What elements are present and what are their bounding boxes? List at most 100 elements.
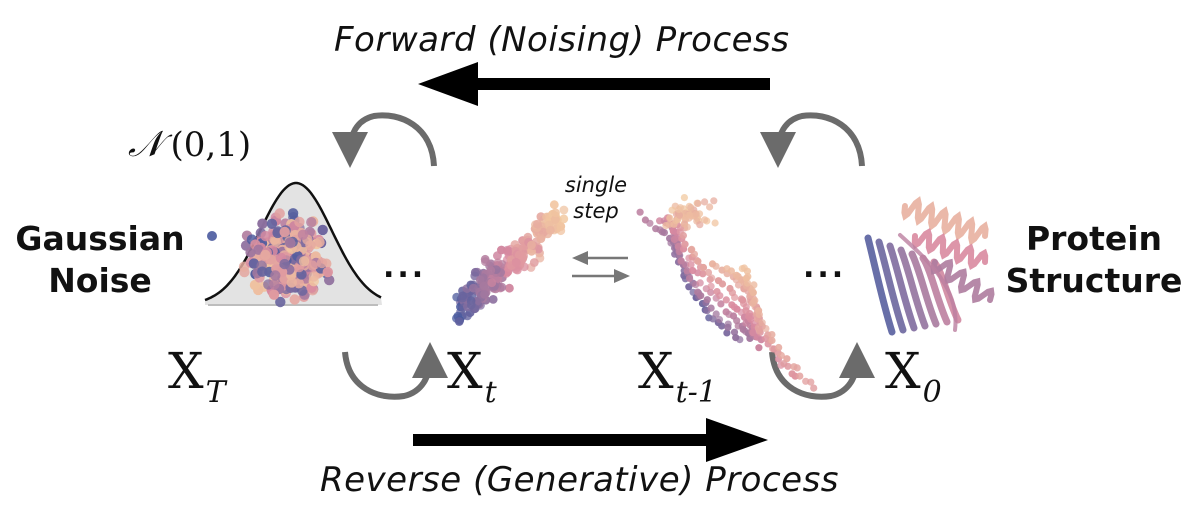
particle: [666, 214, 674, 222]
particle: [505, 283, 514, 293]
particle: [324, 274, 335, 286]
particle: [549, 200, 559, 210]
particle: [699, 270, 707, 278]
particle: [718, 280, 727, 288]
intermediate-particle-cloud-xt: [452, 200, 569, 326]
particle: [289, 294, 300, 305]
protein-structure-label-line1: Protein: [1025, 219, 1163, 258]
beta-strand: [864, 234, 896, 336]
particle: [298, 256, 310, 267]
particle: [707, 304, 715, 312]
particle: [260, 249, 271, 261]
particle: [736, 336, 744, 344]
particle: [749, 299, 757, 307]
curved-arrow-reverse-right: [769, 342, 875, 400]
single-step-line2: step: [573, 199, 619, 223]
particle: [487, 278, 497, 288]
particle: [743, 267, 752, 275]
particle: [207, 231, 217, 241]
particle: [675, 205, 683, 214]
particle: [488, 295, 498, 304]
particle: [551, 215, 560, 224]
particle: [697, 292, 705, 300]
particle: [683, 267, 691, 275]
particle: [493, 258, 503, 268]
particle: [783, 355, 791, 363]
particle: [486, 266, 496, 275]
particle: [294, 216, 305, 228]
noise-particle-cloud: [207, 208, 335, 308]
state-label-xt: Xt: [447, 342, 497, 410]
particle: [466, 300, 476, 310]
particle: [249, 279, 261, 291]
particle: [768, 336, 776, 345]
particle: [680, 194, 689, 202]
particle: [769, 345, 777, 353]
curved-arrow-forward-left: [332, 112, 437, 168]
particle: [796, 372, 804, 380]
particle: [679, 231, 688, 240]
particle: [257, 266, 268, 277]
particle: [683, 223, 691, 231]
particle: [317, 224, 328, 236]
forward-process-arrow: [418, 62, 770, 106]
particle: [275, 296, 286, 308]
alpha-helix: [911, 227, 989, 271]
particle: [724, 323, 732, 331]
particle: [694, 199, 702, 207]
particle: [755, 327, 764, 335]
particle: [314, 237, 325, 248]
ellipsis-left: ...: [383, 250, 427, 285]
particle: [687, 261, 695, 269]
state-label-xT: XT: [168, 342, 226, 410]
forward-process-label: Forward (Noising) Process: [334, 20, 790, 60]
state-main-xt-1: X: [638, 342, 674, 400]
particle: [704, 268, 713, 277]
particle: [268, 289, 280, 300]
particle: [316, 257, 328, 269]
particle: [712, 310, 720, 318]
particle: [279, 226, 290, 238]
particle: [711, 219, 719, 227]
particle: [469, 283, 478, 293]
particle: [479, 281, 489, 291]
normal-distribution-label: 𝒩(0,1): [128, 124, 251, 166]
normal-params: (0,1): [170, 125, 252, 165]
particle: [743, 279, 752, 287]
particle: [511, 258, 521, 268]
particle: [556, 226, 566, 236]
protein-structure-illustration: [864, 196, 995, 336]
particle: [708, 274, 716, 282]
particle: [266, 218, 278, 229]
particle: [682, 261, 690, 269]
particle: [707, 288, 715, 296]
particle: [718, 322, 726, 330]
state-sub-x0: 0: [922, 375, 942, 410]
reverse-process-label: Reverse (Generative) Process: [320, 460, 840, 500]
particle: [503, 247, 512, 256]
particle: [527, 240, 536, 250]
particle: [284, 237, 296, 248]
particle: [706, 203, 714, 211]
particle: [717, 300, 725, 308]
particle: [245, 247, 256, 258]
particle: [269, 279, 280, 290]
state-label-x0: X0: [885, 342, 942, 410]
particle: [514, 250, 524, 260]
particle: [784, 362, 792, 370]
gaussian-noise-label-line2: Noise: [48, 261, 152, 300]
particle: [306, 217, 317, 228]
gaussian-noise-label: Gaussian Noise: [6, 218, 194, 302]
particle: [458, 291, 468, 301]
state-main-x0: X: [885, 342, 921, 400]
particle: [723, 329, 731, 337]
particle: [529, 258, 539, 267]
particle: [696, 279, 704, 287]
beta-strand: [897, 246, 929, 330]
particle: [807, 378, 815, 386]
protein-structure-label-line2: Structure: [1005, 261, 1183, 300]
particle: [675, 211, 684, 219]
particle: [274, 208, 285, 219]
particle: [755, 311, 763, 319]
state-sub-xt-1: t-1: [675, 375, 717, 410]
